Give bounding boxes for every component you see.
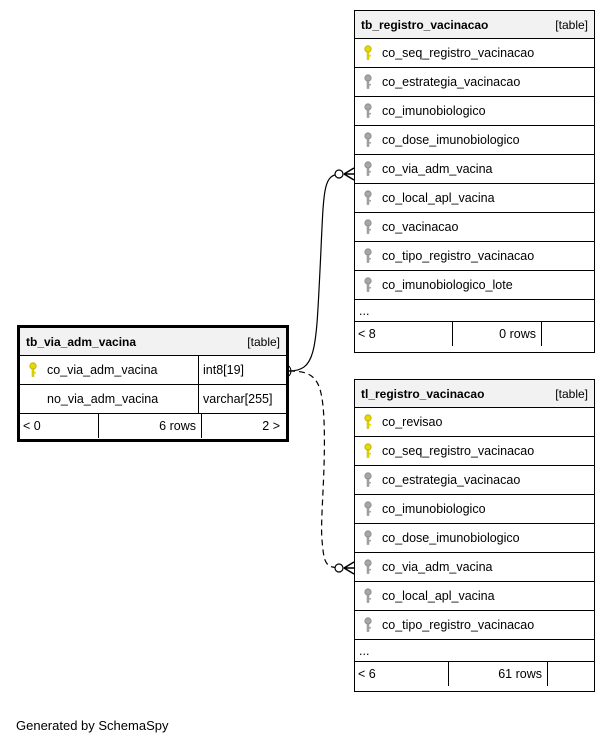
column-row[interactable]: co_dose_imunobiologico (355, 524, 594, 553)
column-row[interactable]: co_via_adm_vacina int8[19] (20, 356, 286, 385)
column-name: co_via_adm_vacina (382, 162, 493, 176)
column-row[interactable]: co_estrategia_vacinacao (355, 466, 594, 495)
column-name: co_dose_imunobiologico (382, 133, 520, 147)
foreign-key-icon (364, 472, 372, 487)
table-tag: [table] (555, 17, 588, 32)
column-row[interactable]: co_imunobiologico_lote (355, 271, 594, 300)
table-footer: < 0 6 rows 2 > (20, 414, 286, 438)
column-row[interactable]: co_imunobiologico (355, 97, 594, 126)
column-row[interactable]: co_via_adm_vacina (355, 155, 594, 184)
table-footer: < 6 61 rows (355, 662, 594, 686)
foreign-key-icon (364, 132, 372, 147)
optional-circle-marker (334, 169, 344, 179)
column-name: no_via_adm_vacina (47, 392, 159, 406)
parent-count[interactable]: < 0 (20, 414, 99, 438)
primary-key-icon (364, 443, 372, 458)
table-header: tb_via_adm_vacina [table] (20, 328, 286, 356)
column-name: co_revisao (382, 415, 443, 429)
column-name: co_seq_registro_vacinacao (382, 444, 535, 458)
more-columns-ellipsis: ... (355, 640, 594, 662)
table-tb-registro-vacinacao[interactable]: tb_registro_vacinacao [table] co_seq_reg… (354, 10, 595, 353)
row-count: 6 rows (99, 414, 202, 438)
column-row[interactable]: co_estrategia_vacinacao (355, 68, 594, 97)
table-header: tb_registro_vacinacao [table] (355, 11, 594, 39)
foreign-key-icon (364, 277, 372, 292)
column-row[interactable]: co_dose_imunobiologico (355, 126, 594, 155)
row-count: 61 rows (449, 662, 548, 686)
more-columns-ellipsis: ... (355, 300, 594, 322)
parent-count[interactable]: < 6 (355, 662, 449, 686)
column-name: co_imunobiologico (382, 502, 486, 516)
row-count: 0 rows (453, 322, 542, 346)
child-count (542, 322, 594, 346)
table-name[interactable]: tl_registro_vacinacao (361, 386, 485, 401)
foreign-key-icon (364, 103, 372, 118)
column-name: co_estrategia_vacinacao (382, 473, 521, 487)
foreign-key-icon (364, 74, 372, 89)
column-row[interactable]: co_seq_registro_vacinacao (355, 437, 594, 466)
column-name: co_vacinacao (382, 220, 459, 234)
primary-key-icon (29, 362, 37, 377)
column-name: co_tipo_registro_vacinacao (382, 249, 535, 263)
primary-key-icon (364, 414, 372, 429)
child-count[interactable]: 2 > (262, 419, 280, 433)
relation-dashed-line (288, 370, 341, 569)
crowfoot-marker (343, 561, 355, 575)
table-name[interactable]: tb_via_adm_vacina (26, 334, 137, 349)
column-name: co_imunobiologico_lote (382, 278, 513, 292)
generated-by-label: Generated by SchemaSpy (16, 718, 169, 733)
column-row[interactable]: co_local_apl_vacina (355, 184, 594, 213)
foreign-key-icon (364, 559, 372, 574)
column-row[interactable]: co_imunobiologico (355, 495, 594, 524)
column-name: co_seq_registro_vacinacao (382, 46, 535, 60)
parent-count[interactable]: < 8 (355, 322, 453, 346)
column-type: int8[19] (198, 356, 286, 384)
foreign-key-icon (364, 190, 372, 205)
table-footer: < 8 0 rows (355, 322, 594, 346)
foreign-key-icon (364, 219, 372, 234)
primary-key-icon (364, 45, 372, 60)
column-row[interactable]: co_revisao (355, 408, 594, 437)
foreign-key-icon (364, 501, 372, 516)
foreign-key-icon (364, 248, 372, 263)
column-row[interactable]: no_via_adm_vacina varchar[255] (20, 385, 286, 414)
column-name: co_dose_imunobiologico (382, 531, 520, 545)
column-row[interactable]: co_local_apl_vacina (355, 582, 594, 611)
column-name: co_via_adm_vacina (382, 560, 493, 574)
column-name: co_imunobiologico (382, 104, 486, 118)
foreign-key-icon (364, 161, 372, 176)
table-tag: [table] (555, 386, 588, 401)
column-name: co_local_apl_vacina (382, 191, 495, 205)
foreign-key-icon (364, 588, 372, 603)
column-name: co_local_apl_vacina (382, 589, 495, 603)
column-name: co_via_adm_vacina (47, 363, 158, 377)
column-name: co_estrategia_vacinacao (382, 75, 521, 89)
column-row[interactable]: co_tipo_registro_vacinacao (355, 611, 594, 640)
column-row[interactable]: co_seq_registro_vacinacao (355, 39, 594, 68)
foreign-key-icon (364, 530, 372, 545)
table-header: tl_registro_vacinacao [table] (355, 380, 594, 408)
column-row[interactable]: co_vacinacao (355, 213, 594, 242)
child-count (548, 662, 594, 686)
optional-circle-marker (334, 563, 344, 573)
relation-solid-line (288, 173, 341, 372)
table-name[interactable]: tb_registro_vacinacao (361, 17, 489, 32)
table-tb-via-adm-vacina[interactable]: tb_via_adm_vacina [table] co_via_adm_vac… (17, 325, 289, 442)
table-tag: [table] (247, 334, 280, 349)
foreign-key-icon (364, 617, 372, 632)
column-row[interactable]: co_tipo_registro_vacinacao (355, 242, 594, 271)
table-tl-registro-vacinacao[interactable]: tl_registro_vacinacao [table] co_revisao… (354, 379, 595, 692)
one-marker (288, 365, 292, 377)
column-name: co_tipo_registro_vacinacao (382, 618, 535, 632)
column-type: varchar[255] (198, 385, 286, 413)
column-row[interactable]: co_via_adm_vacina (355, 553, 594, 582)
crowfoot-marker (343, 167, 355, 181)
